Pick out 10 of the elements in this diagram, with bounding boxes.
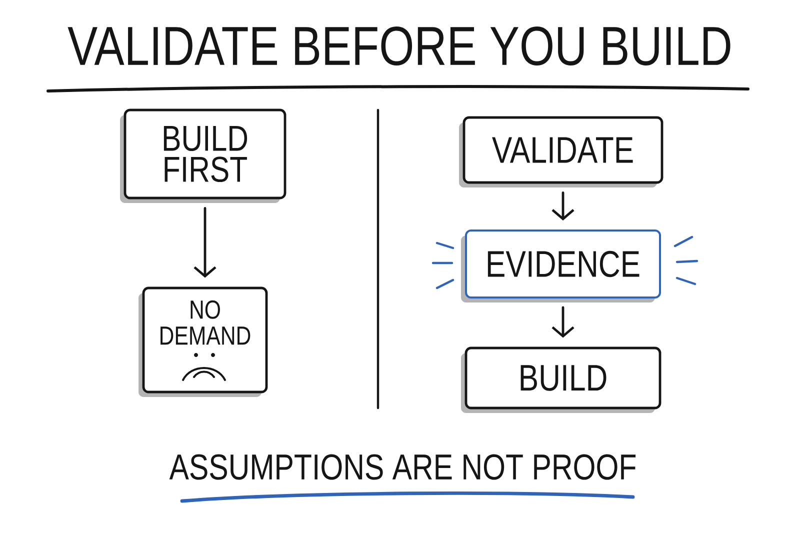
arrow [194, 207, 216, 278]
process-box: EVIDENCE [461, 230, 661, 302]
process-box: VALIDATE [459, 116, 664, 188]
caption: ASSUMPTIONS ARE NOT PROOF [169, 454, 636, 480]
process-box: BUILD [461, 346, 662, 413]
arrow [552, 192, 574, 220]
arrow [552, 306, 574, 338]
title: VALIDATE BEFORE YOU BUILD [68, 26, 730, 66]
process-box: BUILD FIRST [120, 108, 286, 203]
process-box: NO DEMAND [138, 286, 268, 397]
